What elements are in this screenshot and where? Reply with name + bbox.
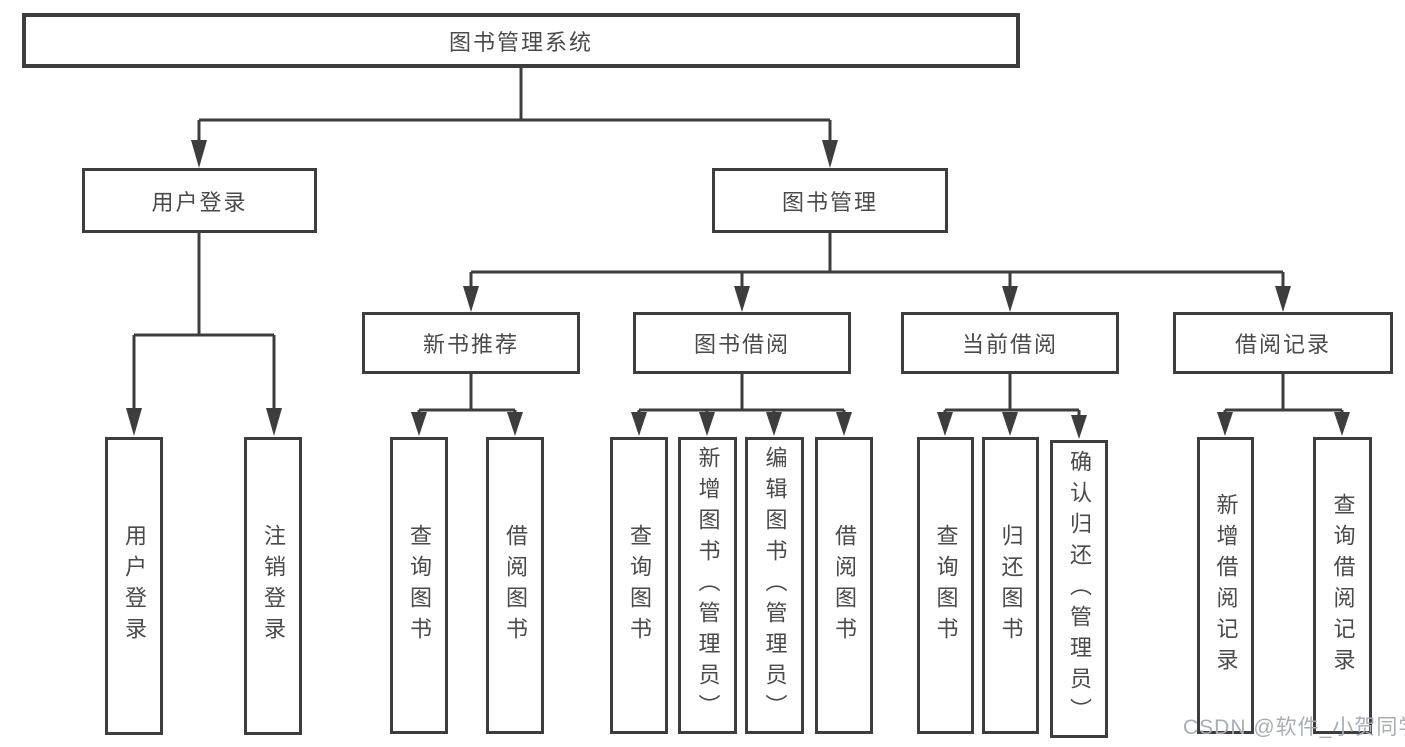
new-book-recommend-node: 新书推荐 [362, 312, 580, 374]
logout-leaf-node: 注销登录 [244, 437, 302, 735]
connector-root-to-level2 [191, 68, 838, 168]
arrow-down-icon [266, 408, 282, 436]
book-borrow-node: 图书借阅 [633, 312, 851, 374]
edit-book-admin-leaf-label: 编辑图书（管理员） [762, 446, 788, 725]
borrow-books-leaf-node: 借阅图书 [815, 437, 873, 734]
add-book-admin-leaf-node: 新增图书（管理员） [678, 437, 737, 734]
confirm-return-admin-leaf-node: 确认归还（管理员） [1050, 440, 1108, 738]
add-borrow-record-leaf-label: 新增借阅记录 [1213, 492, 1239, 679]
add-book-admin-leaf-label: 新增图书（管理员） [695, 446, 721, 725]
user-login-leaf-label: 用户登录 [122, 524, 147, 648]
logout-leaf-label: 注销登录 [261, 524, 286, 648]
connector-current-borrow-to-leaves [937, 374, 1087, 439]
book-borrow-label: 图书借阅 [693, 332, 790, 357]
borrow-books-leaf-node: 借阅图书 [486, 437, 544, 734]
current-borrow-label: 当前借阅 [961, 332, 1058, 357]
query-books-leaf-node: 查询图书 [917, 437, 974, 734]
watermark: CSDN @软件_小贺同学 [1183, 716, 1405, 739]
user-login-branch-node: 用户登录 [82, 168, 317, 233]
book-management-branch-label: 图书管理 [781, 189, 878, 215]
query-books-leaf-node: 查询图书 [610, 437, 668, 734]
arrow-down-icon [734, 286, 750, 312]
query-books-leaf-label: 查询图书 [627, 523, 652, 648]
new-book-recommend-label: 新书推荐 [422, 332, 519, 357]
borrow-books-leaf-label: 借阅图书 [503, 523, 528, 648]
arrow-down-icon [1071, 415, 1087, 439]
arrow-down-icon [1275, 286, 1291, 312]
arrow-down-icon [1217, 412, 1233, 436]
confirm-return-admin-leaf-label: 确认归还（管理员） [1067, 449, 1092, 729]
query-books-leaf-label: 查询图书 [933, 523, 959, 648]
query-books-leaf-label: 查询图书 [407, 523, 432, 648]
return-books-leaf-node: 归还图书 [982, 437, 1039, 734]
query-borrow-record-leaf-node: 查询借阅记录 [1313, 437, 1372, 734]
arrow-down-icon [937, 412, 953, 436]
query-books-leaf-node: 查询图书 [390, 437, 448, 734]
connector-new-books-to-leaves [411, 374, 523, 436]
arrow-down-icon [507, 412, 523, 436]
arrow-down-icon [699, 412, 715, 436]
arrow-down-icon [766, 412, 782, 436]
user-login-leaf-node: 用户登录 [105, 437, 163, 735]
connector-book-borrow-to-leaves [631, 374, 852, 436]
connector-user-login-to-leaves [126, 233, 282, 436]
connector-borrow-records-to-leaves [1217, 374, 1350, 436]
borrow-records-node: 借阅记录 [1173, 312, 1393, 374]
arrow-down-icon [1002, 286, 1018, 312]
return-books-leaf-label: 归还图书 [998, 523, 1024, 648]
arrow-down-icon [1334, 412, 1350, 436]
current-borrow-node: 当前借阅 [901, 312, 1119, 374]
arrow-down-icon [1002, 412, 1018, 436]
arrow-down-icon [191, 140, 207, 168]
root-node-label: 图书管理系统 [448, 29, 593, 55]
connector-book-mgmt-to-level3 [463, 233, 1291, 312]
query-borrow-record-leaf-label: 查询借阅记录 [1330, 492, 1356, 679]
borrow-records-label: 借阅记录 [1234, 332, 1331, 357]
arrow-down-icon [631, 412, 647, 436]
add-borrow-record-leaf-node: 新增借阅记录 [1197, 437, 1254, 734]
borrow-books-leaf-label: 借阅图书 [832, 523, 857, 648]
edit-book-admin-leaf-node: 编辑图书（管理员） [745, 437, 804, 734]
arrow-down-icon [822, 140, 838, 168]
arrow-down-icon [463, 286, 479, 312]
book-management-branch-node: 图书管理 [712, 168, 948, 233]
arrow-down-icon [411, 412, 427, 436]
arrow-down-icon [126, 408, 142, 436]
arrow-down-icon [836, 412, 852, 436]
user-login-branch-label: 用户登录 [151, 189, 248, 215]
root-node: 图书管理系统 [22, 13, 1020, 68]
